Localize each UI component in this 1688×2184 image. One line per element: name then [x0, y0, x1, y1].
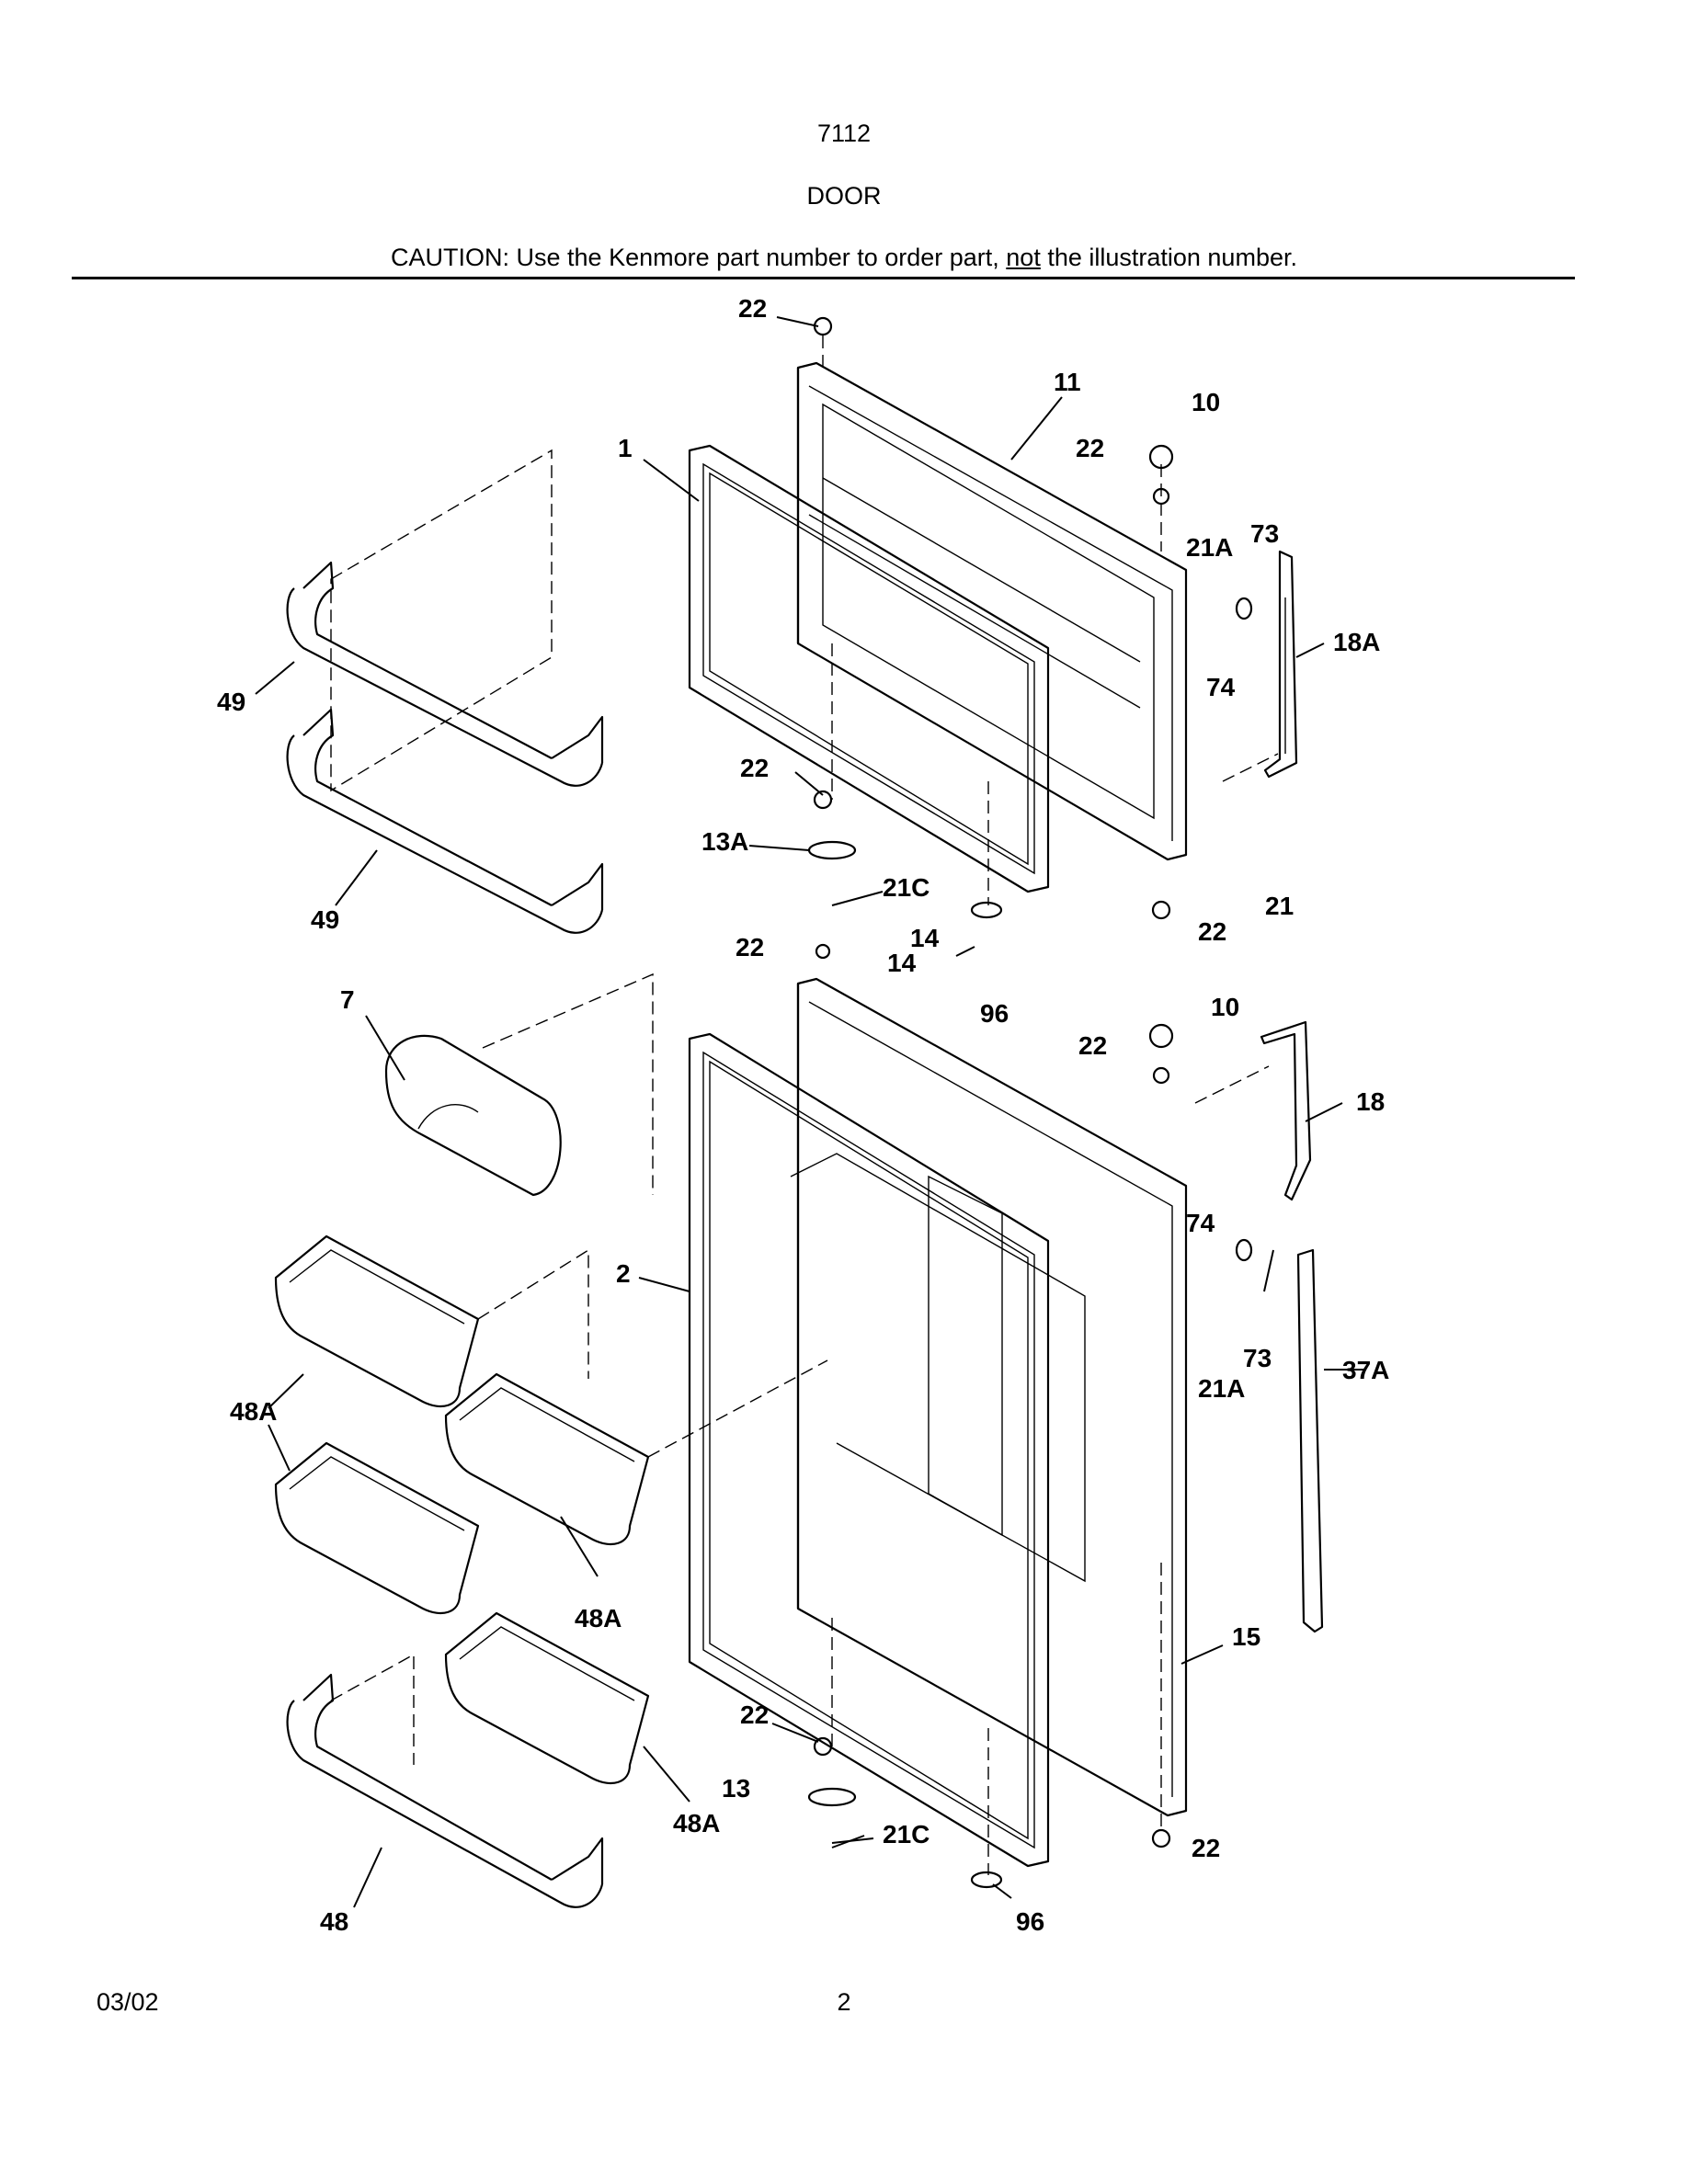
door-shelf-bar-48 [286, 1673, 604, 1908]
fresh-food-door-gasket [688, 1032, 1050, 1868]
callout-21c: 21C [883, 873, 930, 902]
callout-49: 49 [217, 688, 245, 716]
callout-22: 22 [740, 1701, 769, 1729]
door-bin-1 [274, 1234, 480, 1408]
callout-49: 49 [311, 905, 339, 934]
caution-text: CAUTION: Use the Kenmore part number to … [391, 244, 1007, 271]
caution-emphasis: not [1006, 244, 1041, 271]
callout-18a: 18A [1333, 628, 1380, 656]
callout-21: 21 [1265, 892, 1294, 920]
callout-96: 96 [980, 999, 1009, 1028]
callout-73: 73 [1250, 519, 1279, 548]
callout-96: 96 [1016, 1907, 1044, 1936]
callout-48a: 48A [673, 1809, 720, 1837]
callout-15: 15 [1232, 1622, 1260, 1651]
hinge-middle [1260, 1020, 1312, 1201]
callout-48a: 48A [575, 1604, 622, 1632]
callout-21a: 21A [1186, 533, 1233, 562]
caution-text-end: the illustration number. [1040, 244, 1297, 271]
callout-labels: 22 11 10 22 1 21A 73 18A 74 49 22 13A 21… [217, 294, 1389, 1936]
callout-22: 22 [736, 933, 764, 961]
door-bin-3 [274, 1441, 480, 1615]
shelf-bar-upper [286, 561, 604, 787]
model-number: 7112 [816, 119, 872, 147]
callout-13a: 13A [701, 827, 748, 856]
header-rule [72, 277, 1575, 279]
callout-48a: 48A [230, 1397, 277, 1426]
assembly-lines [330, 336, 1279, 1875]
callout-2: 2 [616, 1259, 631, 1288]
door-bin-2 [444, 1372, 650, 1546]
callout-37a: 37A [1342, 1356, 1389, 1384]
fresh-food-door-panel [790, 977, 1188, 1817]
handle-trim-37a [1296, 1248, 1324, 1633]
leader-lines [255, 316, 1365, 1908]
callout-74: 74 [1206, 673, 1236, 701]
freezer-door-panel [796, 361, 1188, 861]
callout-14: 14 [887, 949, 917, 977]
callout-22: 22 [1076, 434, 1104, 462]
callout-14: 14 [910, 924, 940, 952]
callout-18: 18 [1356, 1087, 1385, 1116]
callout-13: 13 [722, 1774, 750, 1803]
hardware-parts [807, 316, 1253, 1889]
door-bin-4 [444, 1611, 650, 1785]
callout-22: 22 [1078, 1031, 1107, 1060]
callout-10: 10 [1192, 388, 1220, 416]
callout-74: 74 [1186, 1209, 1215, 1237]
callout-73: 73 [1243, 1344, 1272, 1372]
freezer-door-gasket [688, 444, 1050, 893]
freezer-hinge-upper [1263, 550, 1298, 779]
callout-21c: 21C [883, 1820, 930, 1848]
page-number: 2 [837, 1988, 851, 2016]
callout-7: 7 [340, 985, 355, 1014]
callout-1: 1 [618, 434, 633, 462]
callout-11: 11 [1054, 368, 1081, 396]
section-title: DOOR [806, 182, 882, 210]
revision-date: 03/02 [97, 1988, 159, 2016]
callout-22: 22 [738, 294, 767, 323]
callout-21a: 21A [1198, 1374, 1245, 1403]
caution-note: CAUTION: Use the Kenmore part number to … [0, 244, 1688, 272]
callout-48: 48 [320, 1907, 348, 1936]
callout-22: 22 [1198, 917, 1226, 946]
callout-22: 22 [740, 754, 769, 782]
dairy-compartment-cover [384, 1034, 562, 1197]
callout-10: 10 [1211, 993, 1239, 1021]
shelf-bar-lower [286, 708, 604, 934]
callout-22: 22 [1192, 1834, 1220, 1862]
